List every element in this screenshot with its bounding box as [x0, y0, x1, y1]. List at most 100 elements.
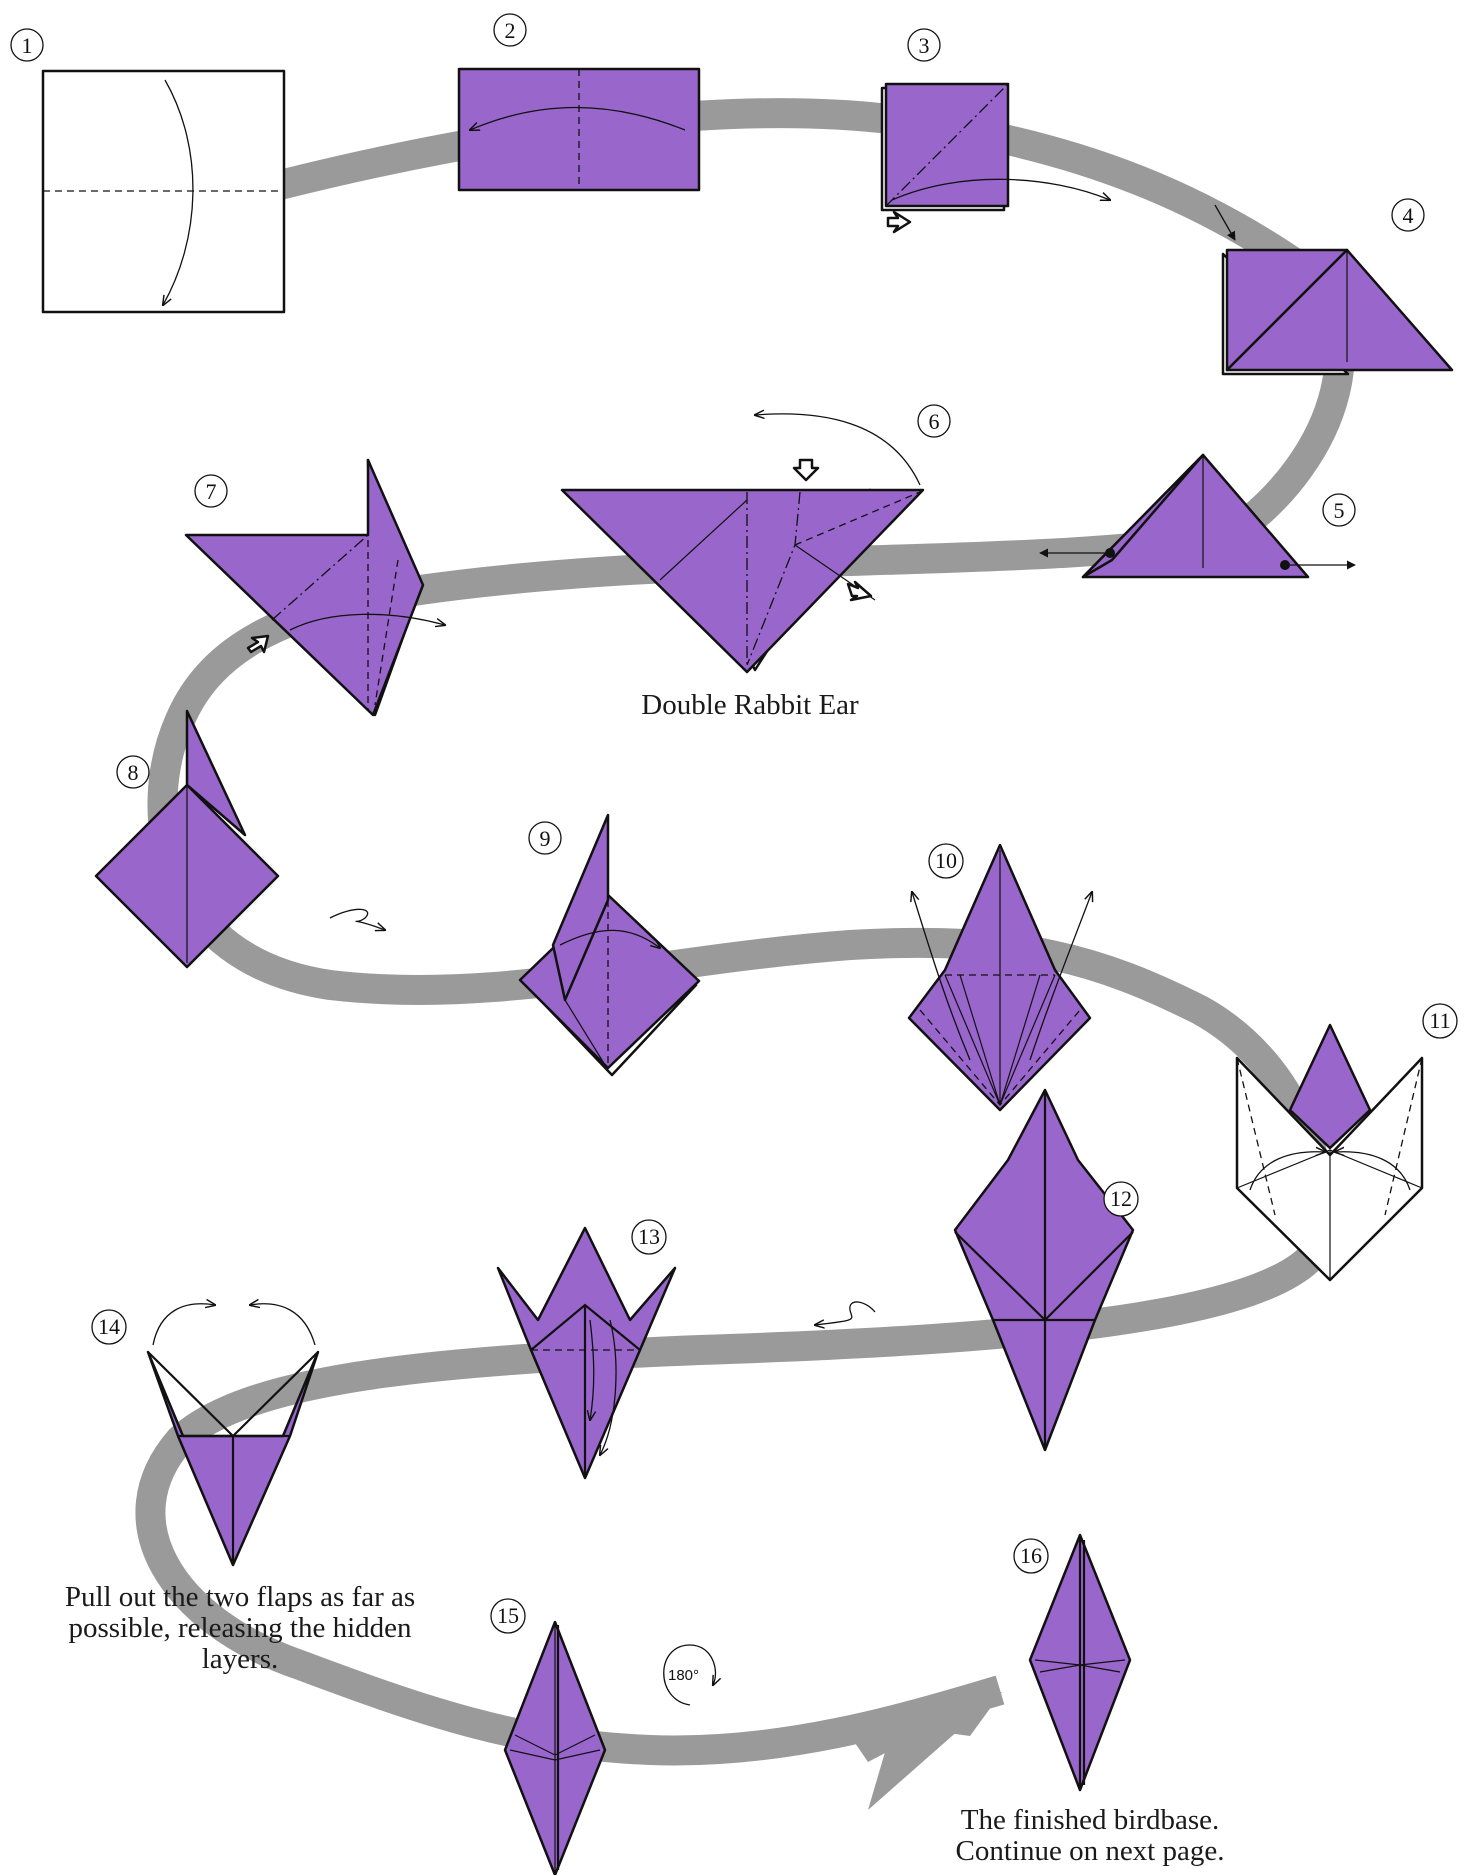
step-13-number: 13 — [631, 1219, 667, 1255]
step-12-turn-over — [815, 1301, 876, 1325]
step-6-number: 6 — [917, 404, 951, 438]
step-10-number: 10 — [928, 843, 964, 879]
step-3-mountain-crease — [885, 83, 1009, 207]
svg-text:14: 14 — [98, 1314, 120, 1339]
step-10-creases — [944, 850, 1056, 1106]
step-5 — [1039, 453, 1356, 579]
step-7 — [184, 458, 445, 717]
svg-text:5: 5 — [1334, 498, 1345, 523]
step-9-fold-arrow — [559, 929, 660, 948]
step-2-number: 2 — [493, 13, 527, 47]
svg-text:4: 4 — [1403, 203, 1414, 228]
step-14 — [146, 1304, 320, 1567]
step-4-crease-mark — [1214, 204, 1236, 241]
step-6-valley — [794, 491, 921, 546]
step-10-arrow-right — [1029, 892, 1092, 1061]
progression-arrowhead — [838, 1692, 1002, 1762]
step-11 — [1235, 1023, 1424, 1282]
step-14-note: Pull out the two flaps as far as possibl… — [64, 1581, 416, 1675]
step-15-lines — [509, 1622, 601, 1873]
step-11-lines — [1236, 1149, 1423, 1278]
svg-text:7: 7 — [206, 479, 217, 504]
step-6-fold-arrow — [755, 414, 921, 486]
double-rabbit-ear-caption: Double Rabbit Ear — [641, 689, 859, 721]
step-7-main — [184, 458, 425, 717]
step-8-number: 8 — [116, 755, 150, 789]
step-14-arrow-right — [250, 1304, 316, 1346]
step-6-push-arrow-top — [792, 458, 820, 482]
svg-text:1: 1 — [22, 33, 33, 58]
step-10 — [907, 843, 1092, 1112]
svg-text:10: 10 — [935, 848, 957, 873]
step-13-edges — [530, 1303, 641, 1478]
step-11-arrow-right — [1335, 1152, 1411, 1191]
step-13-arrow-b — [600, 1319, 617, 1455]
step-5-dot-right — [1280, 560, 1290, 570]
step-7-fold-arrow — [289, 613, 445, 631]
progression-path — [135, 98, 1355, 1766]
step-6 — [560, 414, 925, 674]
progression-arrowhead-tip — [840, 1692, 1002, 1810]
rotation-label: 180° — [668, 1667, 699, 1684]
step-5-number: 5 — [1322, 493, 1356, 527]
svg-text:2: 2 — [505, 18, 516, 43]
step-9 — [518, 813, 701, 1077]
step-11-number: 11 — [1422, 1003, 1458, 1039]
step-14-edges — [147, 1351, 319, 1565]
step-8-turn-over — [329, 908, 385, 930]
svg-text:12: 12 — [1110, 1186, 1132, 1211]
step-1 — [41, 69, 286, 314]
svg-text:16: 16 — [1020, 1543, 1042, 1568]
step-16-center — [1078, 1537, 1086, 1788]
step-6-push-arrow-side — [846, 580, 873, 602]
step-9-number: 9 — [528, 821, 562, 855]
step-1-number: 1 — [10, 28, 44, 62]
step-2 — [457, 67, 701, 192]
step-4-triangle-right — [1225, 248, 1454, 372]
step-15 — [503, 1620, 607, 1875]
step-16 — [1028, 1533, 1132, 1792]
step-11-valley — [1236, 1057, 1423, 1216]
step-3-push-arrow — [886, 210, 912, 234]
step-12-number: 12 — [1103, 1181, 1139, 1217]
step-8 — [94, 709, 385, 969]
step-5-dot-left — [1105, 548, 1115, 558]
svg-text:15: 15 — [497, 1603, 519, 1628]
step-16-note: The finished birdbase. Continue on next … — [955, 1804, 1225, 1867]
step-7-valley-b — [374, 559, 399, 706]
step-12 — [953, 1088, 1135, 1452]
step-12-edges — [954, 1092, 1134, 1450]
step-3 — [880, 82, 1110, 234]
step-4-number: 4 — [1391, 198, 1425, 232]
step-14-number: 14 — [91, 1309, 127, 1345]
step-11-center — [1288, 1023, 1372, 1150]
step-7-number: 7 — [194, 474, 228, 508]
step-13-shape — [496, 1226, 677, 1480]
svg-text:3: 3 — [919, 33, 930, 58]
step-5-side-flap — [1081, 453, 1205, 579]
step-15-number: 15 — [490, 1598, 526, 1634]
step-11-arrow-left — [1249, 1152, 1325, 1191]
step-10-arrow-left — [912, 892, 971, 1061]
step-8-back-flap — [185, 709, 247, 837]
step-9-crease — [564, 999, 606, 1066]
rotation-arrow — [663, 1644, 716, 1706]
svg-text:9: 9 — [540, 826, 551, 851]
svg-text:11: 11 — [1429, 1008, 1450, 1033]
step-13 — [496, 1226, 677, 1480]
step-13-arrow-a — [590, 1319, 594, 1420]
svg-text:13: 13 — [638, 1224, 660, 1249]
step-4 — [1214, 204, 1454, 376]
step-3-fold-arrow — [891, 178, 1110, 200]
svg-text:8: 8 — [128, 760, 139, 785]
step-7-push-arrow — [246, 634, 270, 654]
step-6-triangle — [560, 488, 925, 674]
step-3-number: 3 — [907, 28, 941, 62]
step-14-arrow-left — [152, 1304, 215, 1346]
step-6-crease-a — [659, 499, 748, 581]
svg-text:6: 6 — [929, 409, 940, 434]
step-16-number: 16 — [1013, 1538, 1049, 1574]
step-2-fold-arrow — [470, 106, 686, 131]
step-1-fold-arrow — [163, 79, 194, 305]
